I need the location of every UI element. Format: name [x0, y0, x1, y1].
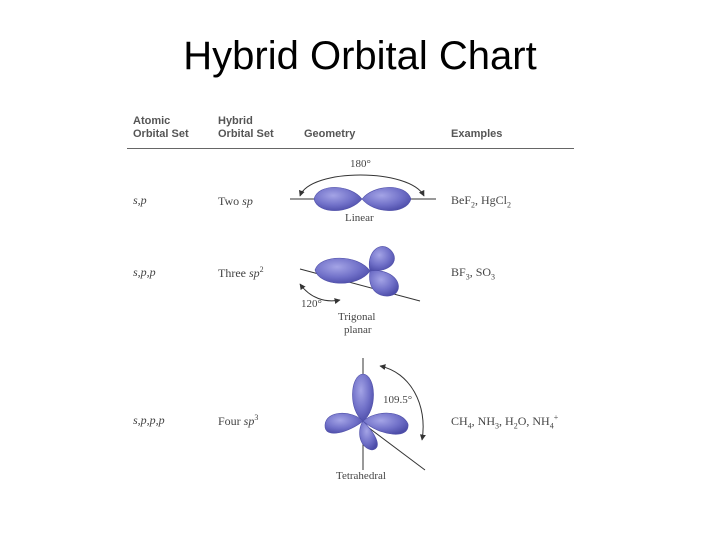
geometry-label-planar: planar — [344, 324, 372, 336]
geometry-label-trigonal: Trigonal — [338, 311, 376, 323]
header-hybrid-line2: Orbital Set — [218, 128, 274, 140]
example-fragment: , NH — [471, 414, 496, 428]
header-atomic-orbital-set: Atomic Orbital Set — [133, 115, 189, 141]
row-3-hybrid-type: sp — [243, 414, 255, 428]
row-1-atomic: s,p — [133, 193, 147, 207]
example-fragment: 3 — [465, 272, 470, 282]
example-fragment: CH — [451, 414, 468, 428]
example-fragment: 4 — [549, 421, 554, 431]
row-2-examples: BF3, SO3 — [451, 265, 495, 281]
header-hybrid-orbital-set: Hybrid Orbital Set — [218, 115, 274, 141]
row-3-hybrid-count: Four — [218, 414, 241, 428]
row-2-hybrid-count: Three — [218, 266, 246, 280]
example-fragment: BF — [451, 265, 466, 279]
example-fragment: 2 — [513, 421, 518, 431]
row-3-hybrid-exp: 3 — [254, 413, 259, 422]
row-3-atomic: s,p,p,p — [133, 413, 165, 427]
row-2-hybrid-exp: 2 — [259, 265, 264, 274]
row-2-atomic: s,p,p — [133, 265, 156, 279]
header-examples: Examples — [451, 128, 503, 140]
linear-sp-orbitals — [290, 174, 436, 211]
example-fragment: + — [553, 413, 559, 422]
tetrahedral-sp3-orbitals — [324, 358, 426, 471]
row-2-hybrid-type: sp — [248, 266, 260, 280]
angle-label-109-5: 109.5° — [383, 394, 413, 406]
row-2-hybrid: Three sp2 — [218, 265, 264, 281]
row-1-hybrid-type: sp — [242, 194, 253, 208]
angle-label-120: 120° — [301, 298, 322, 310]
header-atomic-line2: Orbital Set — [133, 128, 189, 140]
trigonal-sp2-orbitals — [299, 246, 421, 304]
angle-label-180: 180° — [350, 158, 371, 170]
example-fragment: 2 — [507, 200, 512, 210]
row-3-hybrid: Four sp3 — [218, 413, 258, 429]
header-atomic-line1: Atomic — [133, 115, 171, 127]
example-fragment: , HgCl — [475, 193, 508, 207]
example-fragment: 2 — [471, 200, 476, 210]
row-1-hybrid-count: Two — [218, 194, 240, 208]
row-1-hybrid: Two sp — [218, 193, 253, 209]
example-fragment: O, NH — [517, 414, 550, 428]
geometry-label-tetrahedral: Tetrahedral — [336, 470, 386, 482]
geometry-label-linear: Linear — [345, 212, 374, 224]
example-fragment: , SO — [469, 265, 492, 279]
slide-title: Hybrid Orbital Chart — [183, 34, 537, 78]
example-fragment: 3 — [495, 421, 500, 431]
row-1-examples: BeF2, HgCl2 — [451, 193, 511, 209]
header-rule — [127, 148, 574, 149]
header-hybrid-line1: Hybrid — [218, 115, 253, 127]
row-3-examples: CH4, NH3, H2O, NH4+ — [451, 413, 558, 430]
example-fragment: 4 — [467, 421, 472, 431]
example-fragment: 3 — [491, 272, 496, 282]
header-geometry: Geometry — [304, 128, 356, 140]
example-fragment: BeF — [451, 193, 472, 207]
example-fragment: , H — [499, 414, 514, 428]
